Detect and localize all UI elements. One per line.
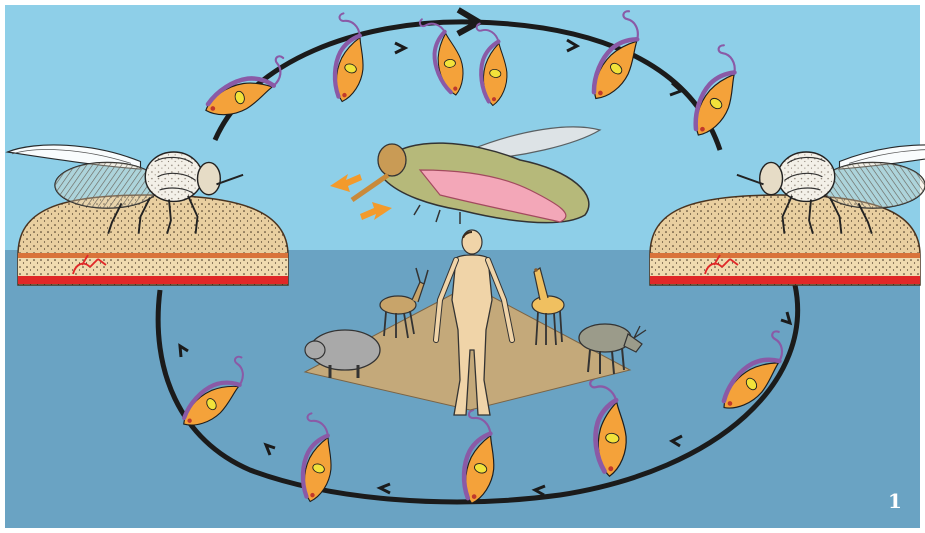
figure-panel-number: 1 [888, 489, 902, 513]
skin-section-left [18, 195, 288, 285]
